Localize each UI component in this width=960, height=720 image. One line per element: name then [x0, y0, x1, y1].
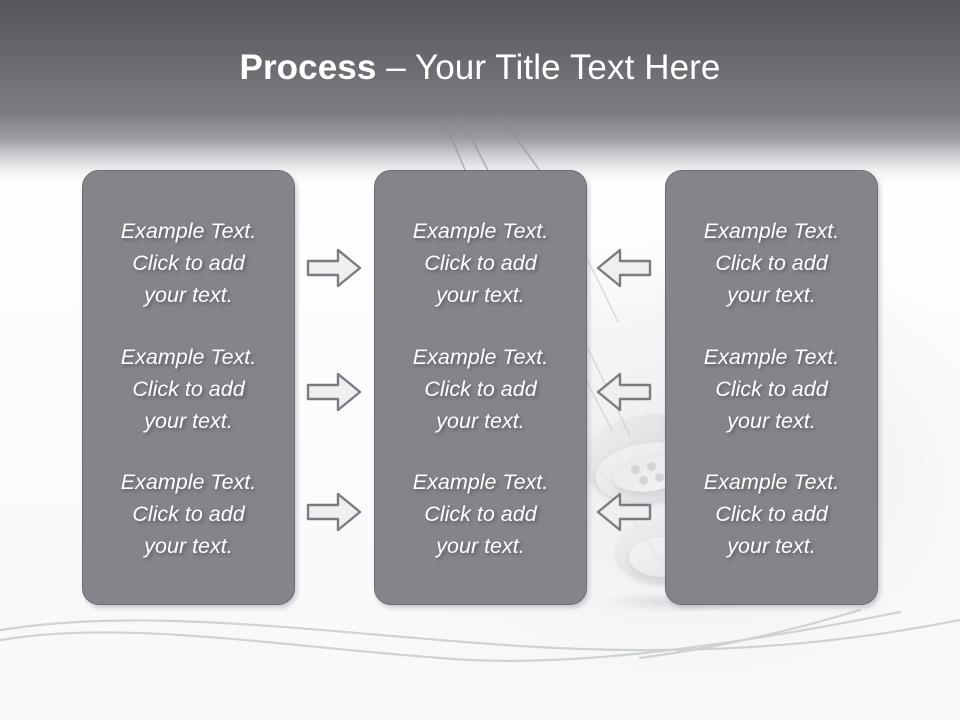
process-text-line-2: Click to add: [715, 376, 828, 401]
process-text-placeholder[interactable]: Example Text. Click to add your text.: [385, 341, 576, 437]
process-text-line-1: Example Text.: [120, 344, 257, 369]
process-text-line-2: Click to add: [132, 376, 245, 401]
arrow-right-icon[interactable]: [306, 246, 362, 290]
process-text-line-2: Click to add: [715, 502, 828, 526]
process-text-line-2: Click to add: [424, 376, 537, 401]
process-text-placeholder[interactable]: Example Text. Click to add your text.: [93, 341, 284, 437]
process-column-middle[interactable]: Example Text. Click to add your text. Ex…: [374, 170, 587, 605]
process-text-placeholder[interactable]: Example Text. Click to add your text.: [676, 215, 867, 311]
process-text-line-2: Click to add: [715, 251, 828, 275]
process-text-placeholder[interactable]: Example Text. Click to add your text.: [676, 466, 867, 562]
process-text-line-3: your text.: [144, 283, 233, 307]
arrow-right-icon[interactable]: [306, 370, 362, 414]
process-column-left[interactable]: Example Text. Click to add your text. Ex…: [82, 170, 295, 605]
process-text-placeholder[interactable]: Example Text. Click to add your text.: [676, 341, 867, 437]
process-text-line-1: Example Text.: [412, 344, 549, 369]
process-text-line-1: Example Text.: [120, 470, 257, 494]
process-text-line-3: your text.: [727, 283, 816, 307]
process-text-line-3: your text.: [144, 534, 233, 558]
arrow-right-icon[interactable]: [306, 490, 362, 534]
process-text-line-3: your text.: [436, 283, 525, 307]
process-text-line-1: Example Text.: [703, 219, 840, 243]
process-text-line-2: Click to add: [424, 502, 537, 526]
process-text-line-2: Click to add: [424, 251, 537, 275]
arrow-left-icon[interactable]: [596, 490, 652, 534]
process-text-placeholder[interactable]: Example Text. Click to add your text.: [93, 215, 284, 311]
process-column-right[interactable]: Example Text. Click to add your text. Ex…: [665, 170, 878, 605]
process-text-line-1: Example Text.: [703, 470, 840, 494]
process-text-line-3: your text.: [727, 534, 816, 558]
process-text-line-1: Example Text.: [703, 344, 840, 369]
process-text-placeholder[interactable]: Example Text. Click to add your text.: [93, 466, 284, 562]
process-text-line-3: your text.: [144, 408, 233, 433]
arrow-left-icon[interactable]: [596, 370, 652, 414]
process-text-line-2: Click to add: [132, 502, 245, 526]
process-text-line-1: Example Text.: [412, 470, 549, 494]
process-text-placeholder[interactable]: Example Text. Click to add your text.: [385, 466, 576, 562]
process-text-line-3: your text.: [436, 534, 525, 558]
process-text-line-1: Example Text.: [412, 219, 549, 243]
process-text-line-1: Example Text.: [120, 219, 257, 243]
process-text-line-2: Click to add: [132, 251, 245, 275]
process-text-placeholder[interactable]: Example Text. Click to add your text.: [385, 215, 576, 311]
process-text-line-3: your text.: [727, 408, 816, 433]
process-text-line-3: your text.: [436, 408, 525, 433]
arrow-left-icon[interactable]: [596, 246, 652, 290]
